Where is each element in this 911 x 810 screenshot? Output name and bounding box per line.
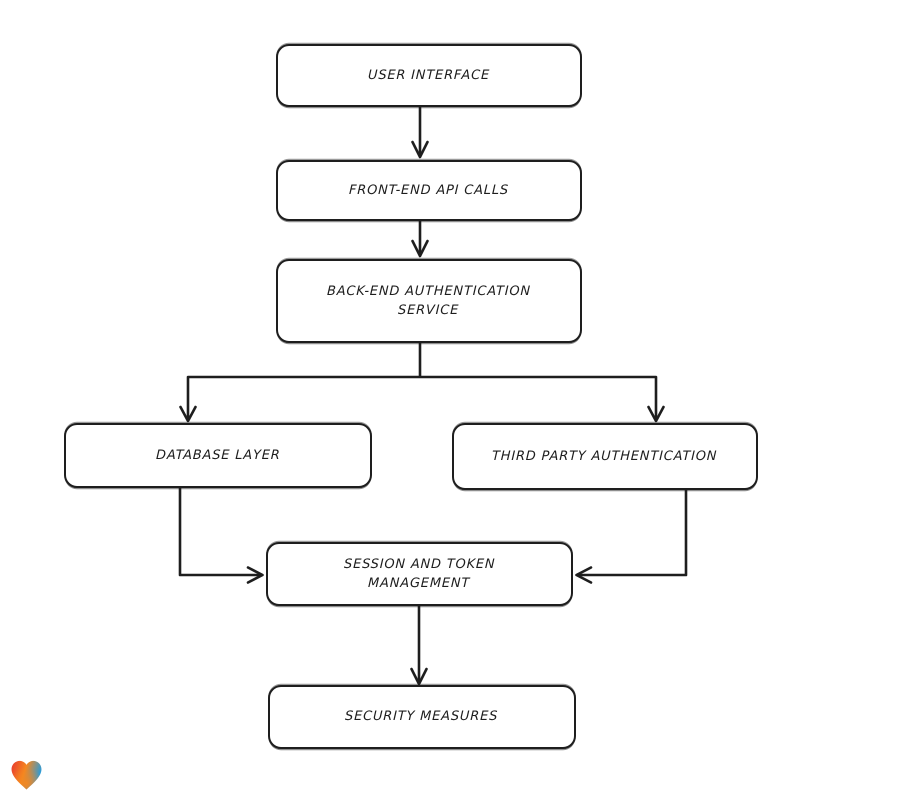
node-label: DATABASE LAYER [155, 447, 281, 463]
heart-shape-overlay [11, 760, 42, 790]
arrowhead-right-icon [246, 566, 264, 584]
node-label-line-1: SESSION AND TOKEN [343, 556, 496, 572]
node-back-end-authentication-service: BACK-END AUTHENTICATION SERVICE [276, 259, 582, 343]
arrowhead-left-icon [575, 566, 593, 584]
edge-back-end-branch [179, 341, 665, 423]
node-user-interface: USER INTERFACE [276, 44, 582, 107]
node-label: SECURITY MEASURES [345, 709, 499, 725]
node-security-measures: SECURITY MEASURES [268, 685, 576, 749]
arrowhead-down-icon [179, 405, 197, 423]
node-third-party-authentication: THIRD PARTY AUTHENTICATION [452, 423, 758, 490]
node-label: USER INTERFACE [367, 67, 491, 83]
node-label: FRONT-END API CALLS [348, 182, 510, 198]
edge-session-and-token-management-to-security-measures [410, 604, 428, 686]
node-database-layer: DATABASE LAYER [64, 423, 372, 488]
node-front-end-api-calls: FRONT-END API CALLS [276, 160, 582, 221]
node-label-line-2: SERVICE [398, 303, 460, 318]
arrowhead-down-icon [411, 239, 429, 258]
edge-third-party-authentication-to-session-and-token-management [575, 488, 688, 584]
edge-database-layer-to-session-and-token-management [178, 486, 264, 584]
arrowhead-down-icon [411, 140, 429, 159]
edge-line [186, 341, 658, 420]
node-label-line-1: BACK-END AUTHENTICATION [326, 283, 532, 299]
edge-line [578, 488, 688, 577]
arrowhead-down-icon [410, 667, 428, 686]
arrowhead-down-icon [647, 405, 665, 423]
node-session-and-token-management: SESSION AND TOKEN MANAGEMENT [266, 542, 573, 606]
edge-front-end-api-calls-to-back-end-authentication-service [411, 219, 429, 258]
node-label-line-2: MANAGEMENT [368, 576, 471, 591]
node-label: THIRD PARTY AUTHENTICATION [492, 448, 718, 464]
edge-user-interface-to-front-end-api-calls [411, 105, 429, 159]
eraser-heart-logo [11, 760, 42, 790]
edge-line [178, 486, 262, 577]
